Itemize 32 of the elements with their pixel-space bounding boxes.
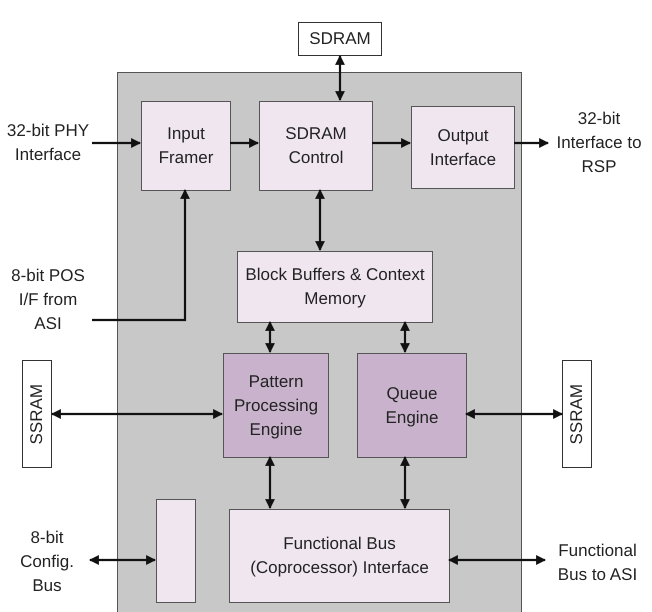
arrow bbox=[92, 189, 190, 322]
arrow bbox=[372, 138, 411, 148]
process-box: Output Interface bbox=[411, 106, 515, 189]
arrow bbox=[400, 321, 410, 353]
arrow bbox=[315, 189, 325, 251]
interface-label: Functional Bus to ASI bbox=[545, 518, 650, 608]
memory-box: SSRAM bbox=[22, 360, 52, 468]
arrow bbox=[400, 456, 410, 509]
memory-box: SSRAM bbox=[562, 360, 592, 468]
memory-block: Block Buffers & Context Memory bbox=[237, 251, 433, 323]
arrow bbox=[92, 138, 141, 148]
process-box: SDRAM Control bbox=[259, 101, 373, 191]
arrow bbox=[514, 138, 549, 148]
chip-panel bbox=[117, 72, 522, 612]
interface-label: 32-bit PHY Interface bbox=[4, 95, 92, 191]
arrow bbox=[51, 409, 223, 419]
engine-box: Queue Engine bbox=[357, 353, 467, 458]
interface-box: Functional Bus (Coprocessor) Interface bbox=[229, 509, 450, 603]
interface-label: 8-bit Config. Bus bbox=[4, 515, 90, 609]
memory-box: SDRAM bbox=[298, 22, 382, 56]
arrow bbox=[265, 321, 275, 353]
process-box: Input Framer bbox=[141, 101, 231, 191]
arrow bbox=[230, 138, 259, 148]
engine-box: Pattern Processing Engine bbox=[223, 353, 329, 458]
interface-label: 32-bit Interface to RSP bbox=[548, 90, 650, 196]
arrow bbox=[335, 55, 345, 101]
port-block bbox=[156, 499, 196, 603]
interface-label: 8-bit POS I/F from ASI bbox=[4, 252, 92, 348]
arrow bbox=[448, 555, 546, 565]
arrow bbox=[89, 555, 156, 565]
arrow bbox=[465, 409, 563, 419]
arrow bbox=[265, 456, 275, 509]
